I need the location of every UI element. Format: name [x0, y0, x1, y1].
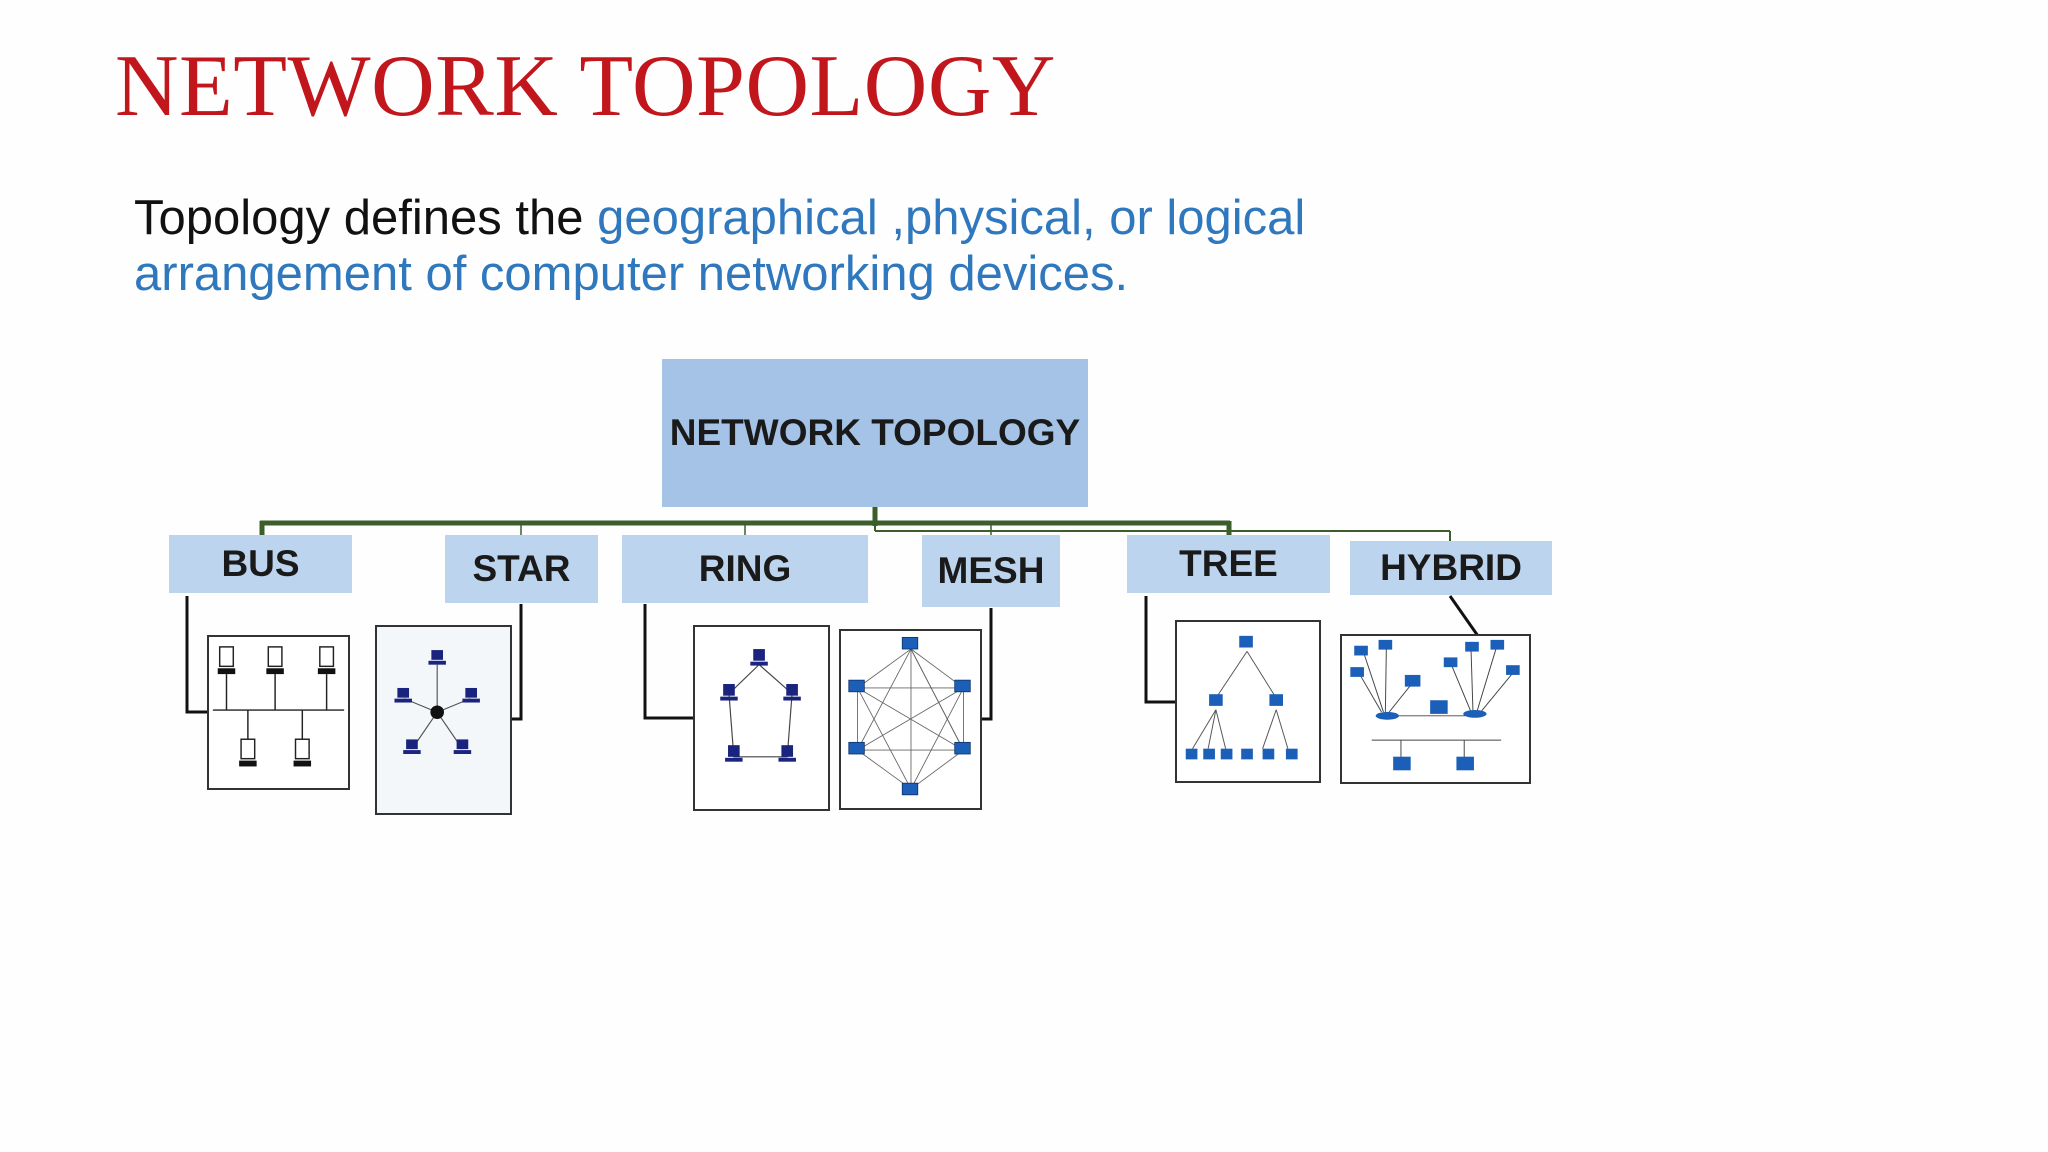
star-box: STAR: [445, 535, 598, 603]
root-topology-box: NETWORK TOPOLOGY: [662, 359, 1088, 507]
ring-topology-image: [693, 625, 830, 811]
ring-topology-icon: [720, 649, 801, 762]
hybrid-topology-image: [1340, 634, 1531, 784]
definition-lead: Topology defines the: [134, 191, 598, 245]
mesh-topology-icon: [848, 636, 971, 796]
bus-box: BUS: [169, 535, 352, 593]
ring-box: RING: [622, 535, 868, 603]
star-topology-icon: [394, 650, 480, 754]
mesh-box: MESH: [922, 535, 1060, 607]
slide-title: NETWORK TOPOLOGY: [115, 38, 1056, 135]
bus-topology-icon: [212, 646, 345, 767]
definition-highlight: geographical ,physical, or logical arran…: [134, 191, 1306, 301]
bus-topology-image: [207, 635, 350, 790]
definition-text: Topology defines the geographical ,physi…: [134, 190, 1434, 302]
star-topology-image: [375, 625, 512, 815]
hybrid-topology-icon: [1350, 639, 1520, 771]
tree-topology-image: [1175, 620, 1321, 783]
hybrid-box: HYBRID: [1350, 541, 1552, 595]
tree-box: TREE: [1127, 535, 1330, 593]
mesh-topology-image: [839, 629, 982, 810]
tree-topology-icon: [1185, 635, 1298, 760]
